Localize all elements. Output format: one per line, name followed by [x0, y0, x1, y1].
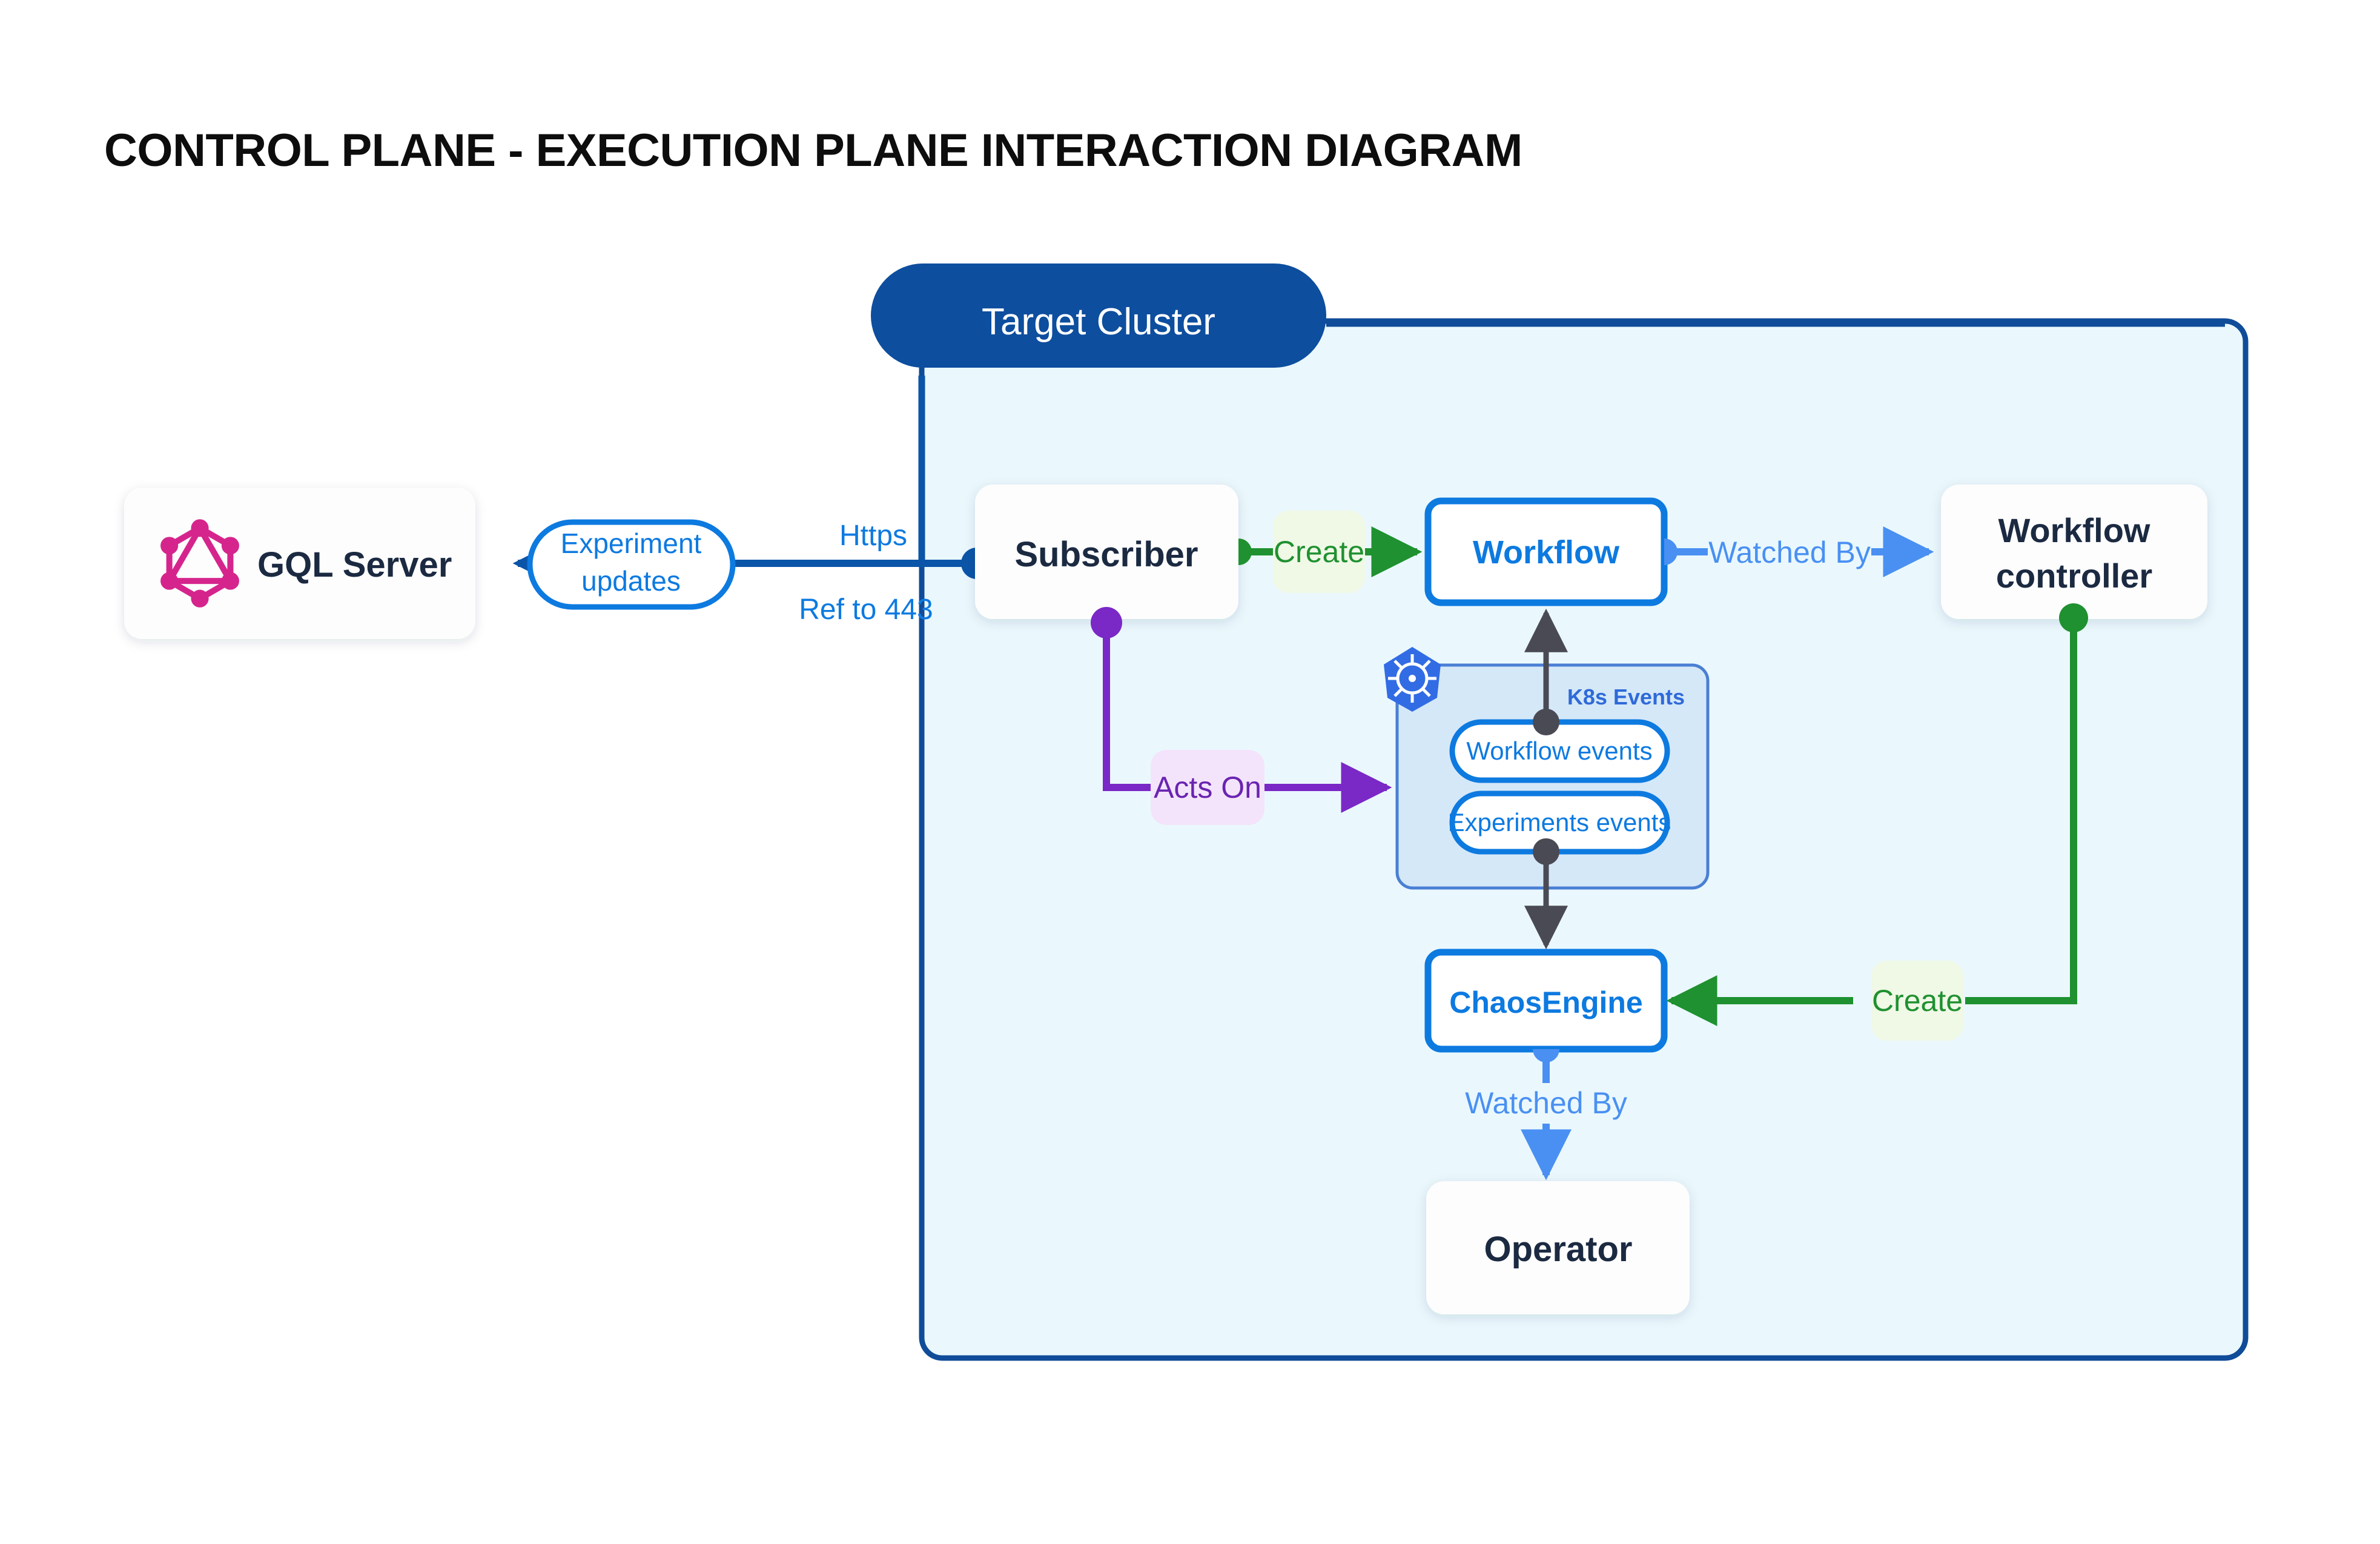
- node-workflow-controller-bg: [1941, 485, 2207, 619]
- node-gql-server-label: GQL Server: [257, 545, 452, 585]
- kubernetes-icon: [1384, 647, 1441, 712]
- edge-label-acts-on: Acts On: [1154, 770, 1261, 804]
- edge-subscriber-to-gql: Experiment updates Https Ref to 443: [512, 376, 993, 626]
- edge-label-pill-acts-on: [1151, 750, 1264, 825]
- edge-experiments-events-to-chaosengine: [1524, 838, 1568, 950]
- cluster-header-bg: [871, 263, 1326, 368]
- node-workflow[interactable]: Workflow: [1424, 497, 1668, 606]
- k8s-events-group-title: K8s Events: [1567, 684, 1685, 709]
- edge-label-pill-create-chaosengine: [1871, 961, 1963, 1041]
- node-operator-label: Operator: [1484, 1230, 1633, 1269]
- edge-subscriber-to-k8s-events: Acts On: [1091, 607, 1392, 825]
- k8s-event-item-workflow-events-label: Workflow events: [1466, 737, 1652, 765]
- node-gql-server[interactable]: GQL Server: [124, 488, 475, 639]
- edge-workflow-events-to-workflow: [1524, 608, 1568, 735]
- k8s-events-group[interactable]: K8s Events Workflow events: [1384, 647, 1710, 890]
- edge-controller-to-chaosengine: Create: [1666, 603, 2088, 1041]
- node-workflow-label: Workflow: [1473, 534, 1620, 571]
- k8s-event-item-workflow-events-bg: [1449, 719, 1670, 783]
- edge-label-ref-to-443: Ref to 443: [799, 594, 933, 626]
- edge-chaosengine-to-operator: Watched By: [1465, 1049, 1627, 1181]
- node-gql-server-bg: [124, 488, 475, 639]
- edge-subscriber-to-workflow: Create: [1238, 511, 1423, 593]
- edge-label-create-workflow: Create: [1274, 535, 1364, 569]
- graphql-icon: [160, 519, 239, 608]
- node-workflow-controller-label-line2: controller: [1996, 557, 2152, 595]
- cluster-header-label: Target Cluster: [982, 301, 1215, 343]
- page-title: CONTROL PLANE - EXECUTION PLANE INTERACT…: [104, 125, 1522, 176]
- edge-label-experiment-updates-line2: updates: [581, 565, 681, 597]
- edge-workflow-to-controller: Watched By: [1664, 526, 1934, 577]
- node-workflow-controller[interactable]: Workflow controller: [1941, 485, 2207, 619]
- node-operator[interactable]: Operator: [1426, 1181, 1690, 1314]
- node-operator-bg: [1426, 1181, 1690, 1314]
- edge-label-pill-create-workflow: [1273, 511, 1365, 593]
- k8s-event-item-experiments-events-label: Experiments events: [1448, 808, 1671, 837]
- edge-label-watched-by-operator: Watched By: [1465, 1086, 1627, 1120]
- node-chaosengine-label: ChaosEngine: [1449, 986, 1642, 1019]
- edge-label-pill-experiment-updates: [527, 519, 736, 610]
- node-subscriber[interactable]: Subscriber: [975, 485, 1238, 619]
- edge-endpoint-halfdot-subscriber-right: [1238, 538, 1252, 565]
- cluster-header-pill[interactable]: Target Cluster: [871, 263, 1326, 368]
- edge-label-https: Https: [839, 520, 907, 552]
- node-chaosengine[interactable]: ChaosEngine: [1424, 949, 1668, 1053]
- edge-label-create-chaosengine: Create: [1872, 984, 1963, 1018]
- node-subscriber-label: Subscriber: [1015, 535, 1198, 574]
- k8s-event-item-experiments-events-bg: [1449, 790, 1670, 855]
- edge-label-watched-by-controller: Watched By: [1708, 535, 1871, 569]
- k8s-event-item-workflow-events[interactable]: Workflow events: [1449, 719, 1670, 783]
- node-workflow-controller-label-line1: Workflow: [1998, 511, 2150, 549]
- edge-label-experiment-updates-line1: Experiment: [561, 528, 702, 559]
- k8s-event-item-experiments-events[interactable]: Experiments events: [1448, 790, 1671, 855]
- node-subscriber-bg: [975, 485, 1238, 619]
